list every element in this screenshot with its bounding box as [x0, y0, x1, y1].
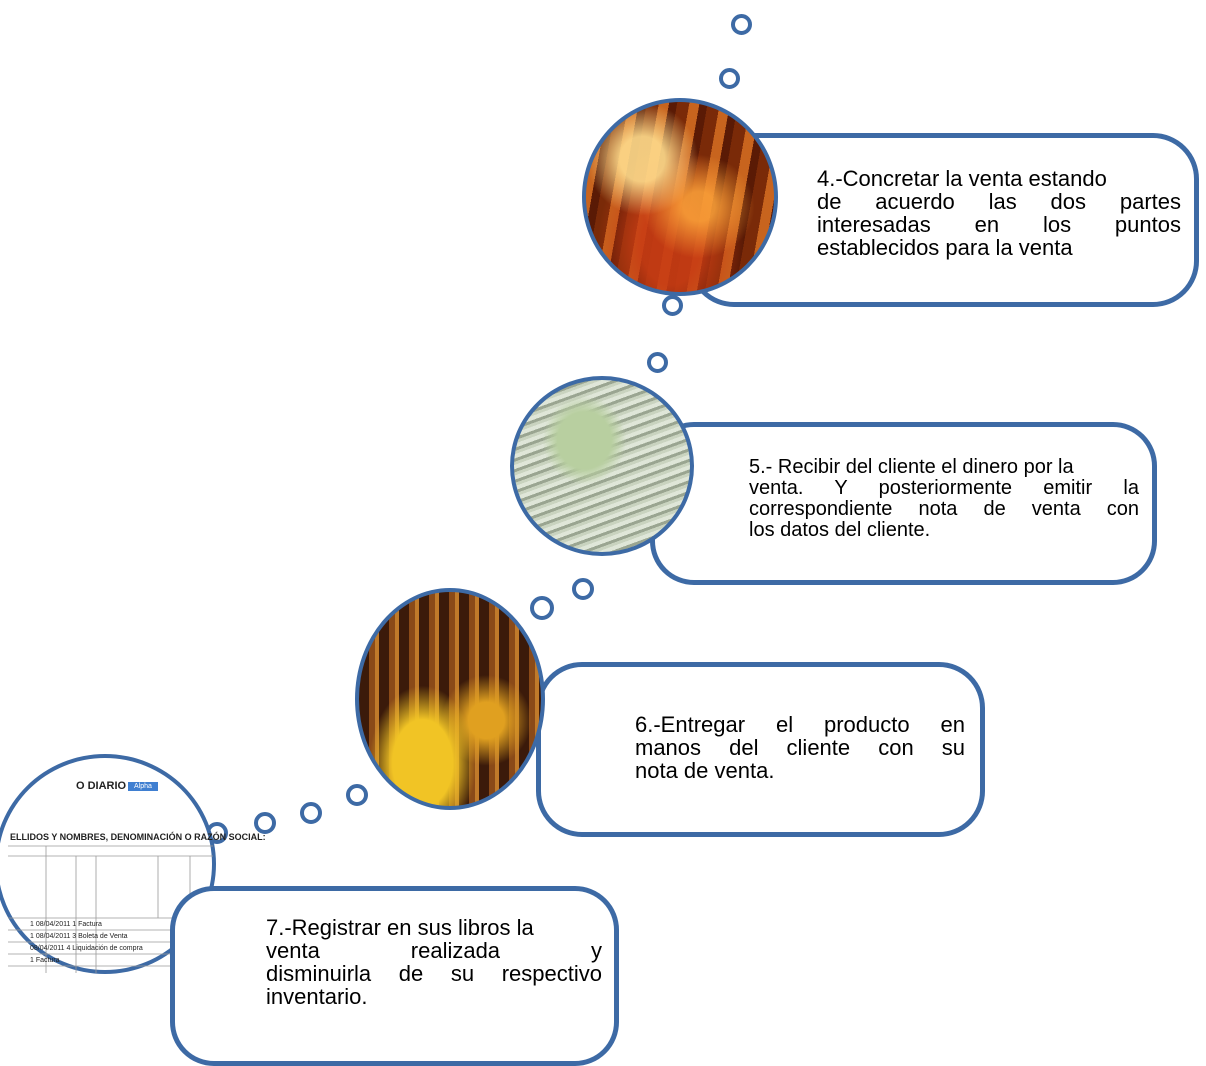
spreadsheet-row: 1 08/04/2011 3 Boleta de Venta — [30, 933, 128, 940]
connector-dot — [731, 14, 752, 35]
step-5-line-2: venta. Y posteriormente emitir la — [749, 477, 1139, 499]
step-6-line-2: manos del cliente con su — [635, 735, 965, 761]
spreadsheet-heading: ELLIDOS Y NOMBRES, DENOMINACIÓN O RAZÓN … — [10, 832, 266, 842]
step-4-line-3: interesadas en los puntos — [817, 212, 1181, 238]
step-5-line-3: correspondiente nota de venta con — [749, 498, 1139, 520]
step-6-line-1: 6.-Entregar el producto en — [635, 712, 965, 737]
shop-interior-photo — [355, 588, 545, 810]
connector-dot — [662, 295, 683, 316]
step-7-box — [170, 886, 619, 1066]
market-stall-photo — [582, 98, 778, 296]
spreadsheet-tab: Alpha — [128, 782, 158, 791]
step-6-line-3: nota de venta. — [635, 758, 775, 784]
step-7-line-1: 7.-Registrar en sus libros la — [266, 915, 534, 940]
connector-dot — [346, 784, 368, 806]
step-7-text: 7.-Registrar en sus libros la venta real… — [266, 916, 602, 1008]
step-5-line-1: 5.- Recibir del cliente el dinero por la — [749, 456, 1074, 478]
connector-dot — [254, 812, 276, 834]
connector-dot — [530, 596, 554, 620]
step-6-text: 6.-Entregar el producto en manos del cli… — [635, 713, 965, 782]
connector-dot — [300, 802, 322, 824]
step-5-line-4: los datos del cliente. — [749, 519, 931, 541]
step-4-line-2: de acuerdo las dos partes — [817, 189, 1181, 215]
spreadsheet-title: O DIARIO — [76, 780, 127, 792]
step-6-box — [536, 662, 985, 837]
spreadsheet-row: 08/04/2011 4 Liquidación de compra — [30, 945, 143, 952]
step-7-line-2: venta realizada y — [266, 938, 602, 964]
connector-dot — [719, 68, 740, 89]
step-4-text: 4.-Concretar la venta estando de acuerdo… — [817, 167, 1181, 259]
connector-dot — [647, 352, 668, 373]
spreadsheet-row: 1 08/04/2011 1 Factura — [30, 921, 102, 928]
step-5-box — [650, 422, 1157, 585]
step-4-line-1: 4.-Concretar la venta estando — [817, 166, 1107, 191]
step-7-line-3: disminuirla de su respectivo — [266, 961, 602, 987]
step-4-line-4: establecidos para la venta — [817, 235, 1073, 261]
spreadsheet-row: 1 Factura — [30, 957, 60, 964]
step-7-line-4: inventario. — [266, 984, 368, 1010]
money-exchange-photo — [510, 376, 694, 556]
step-5-text: 5.- Recibir del cliente el dinero por la… — [749, 457, 1139, 541]
connector-dot — [572, 578, 594, 600]
